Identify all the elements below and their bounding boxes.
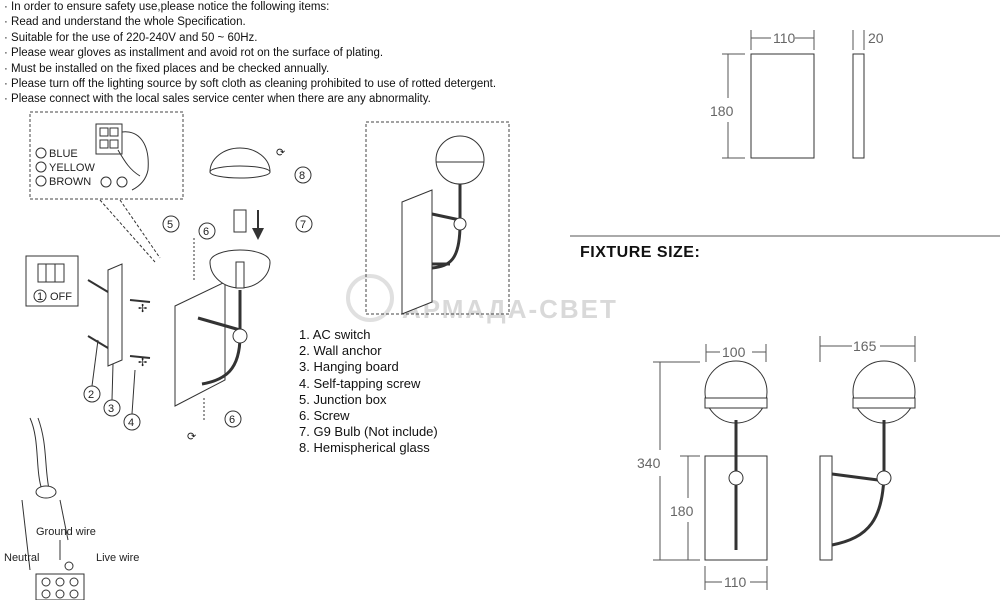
- marker-2: 2: [88, 389, 94, 401]
- marker-4: 4: [128, 417, 134, 429]
- marker-7: 7: [300, 219, 306, 231]
- marker-3: 3: [108, 403, 114, 415]
- assembled-preview: [365, 121, 510, 315]
- wiring-detail: BLUE YELLOW BROWN: [29, 111, 184, 263]
- marker-8: 8: [299, 170, 305, 182]
- legend-item: 1. AC switch: [299, 327, 371, 342]
- fixture-exploded: ⟳ ⟳: [174, 147, 285, 443]
- parts-legend: 1. AC switch 2. Wall anchor 3. Hanging b…: [299, 327, 438, 457]
- total-height-label: 340: [637, 455, 661, 471]
- safety-note-line: · Suitable for the use of 220-240V and 5…: [4, 31, 258, 44]
- live-wire-label: Live wire: [96, 552, 139, 564]
- marker-6b: 6: [229, 414, 235, 426]
- front-width-label: 100: [722, 344, 746, 360]
- ac-switch-detail: 1 OFF: [25, 255, 79, 307]
- svg-text:⟳: ⟳: [276, 147, 285, 159]
- legend-item: 5. Junction box: [299, 391, 387, 407]
- safety-note-line: · Must be installed on the fixed places …: [4, 62, 330, 75]
- svg-text:✢: ✢: [138, 357, 147, 369]
- safety-notes: · In order to ensure safety use,please n…: [4, 0, 496, 108]
- plate-height-label: 180: [710, 103, 734, 119]
- fixture-side-view: 165: [819, 336, 916, 561]
- marker-5: 5: [167, 219, 173, 231]
- wire-yellow-label: YELLOW: [49, 162, 95, 174]
- plate-dimensions: 110 20 180: [710, 30, 884, 159]
- marker-1: 1: [37, 291, 43, 303]
- terminal-wiring: Ground wire Neutral Live wire: [4, 417, 139, 600]
- plate-depth-label: 20: [868, 30, 884, 46]
- watermark-text: АРМАДА-СВЕТ: [402, 294, 618, 324]
- fixture-size-title: FIXTURE SIZE:: [580, 244, 701, 261]
- legend-item: 4. Self-tapping screw: [299, 375, 421, 391]
- svg-text:⟳: ⟳: [187, 431, 196, 443]
- legend-item: 6. Screw: [299, 408, 350, 424]
- legend-item: 3. Hanging board: [299, 359, 399, 375]
- neutral-label: Neutral: [4, 552, 39, 564]
- legend-item: 7. G9 Bulb (Not include): [299, 424, 438, 440]
- wire-blue-label: BLUE: [49, 148, 78, 160]
- callouts: 5 6 7 8 2 3 4 6: [83, 166, 313, 431]
- legend-item: 8. Hemispherical glass: [299, 440, 430, 456]
- safety-note-line: · Please turn off the lighting source by…: [4, 78, 497, 91]
- fixture-front-view: 100 340 180 110: [637, 344, 768, 590]
- plate-width-front-label: 110: [724, 574, 747, 590]
- safety-note-line: · Read and understand the whole Specific…: [4, 16, 246, 29]
- svg-text:✢: ✢: [138, 303, 147, 315]
- ground-wire-label: Ground wire: [36, 526, 96, 538]
- wire-brown-label: BROWN: [49, 176, 91, 188]
- safety-note-line: · Please wear gloves as installment and …: [4, 47, 384, 60]
- safety-note-line: · In order to ensure safety use,please n…: [4, 1, 330, 13]
- hanging-board: ✢ ✢: [87, 263, 151, 369]
- side-depth-label: 165: [853, 338, 877, 354]
- marker-6: 6: [203, 226, 209, 238]
- plate-width-label: 110: [773, 30, 796, 46]
- plate-height-front-label: 180: [670, 503, 694, 519]
- switch-off-label: OFF: [50, 291, 72, 303]
- watermark: АРМАДА-СВЕТ: [346, 274, 618, 324]
- legend-item: 2. Wall anchor: [299, 343, 382, 359]
- safety-note-line: · Please connect with the local sales se…: [4, 93, 431, 106]
